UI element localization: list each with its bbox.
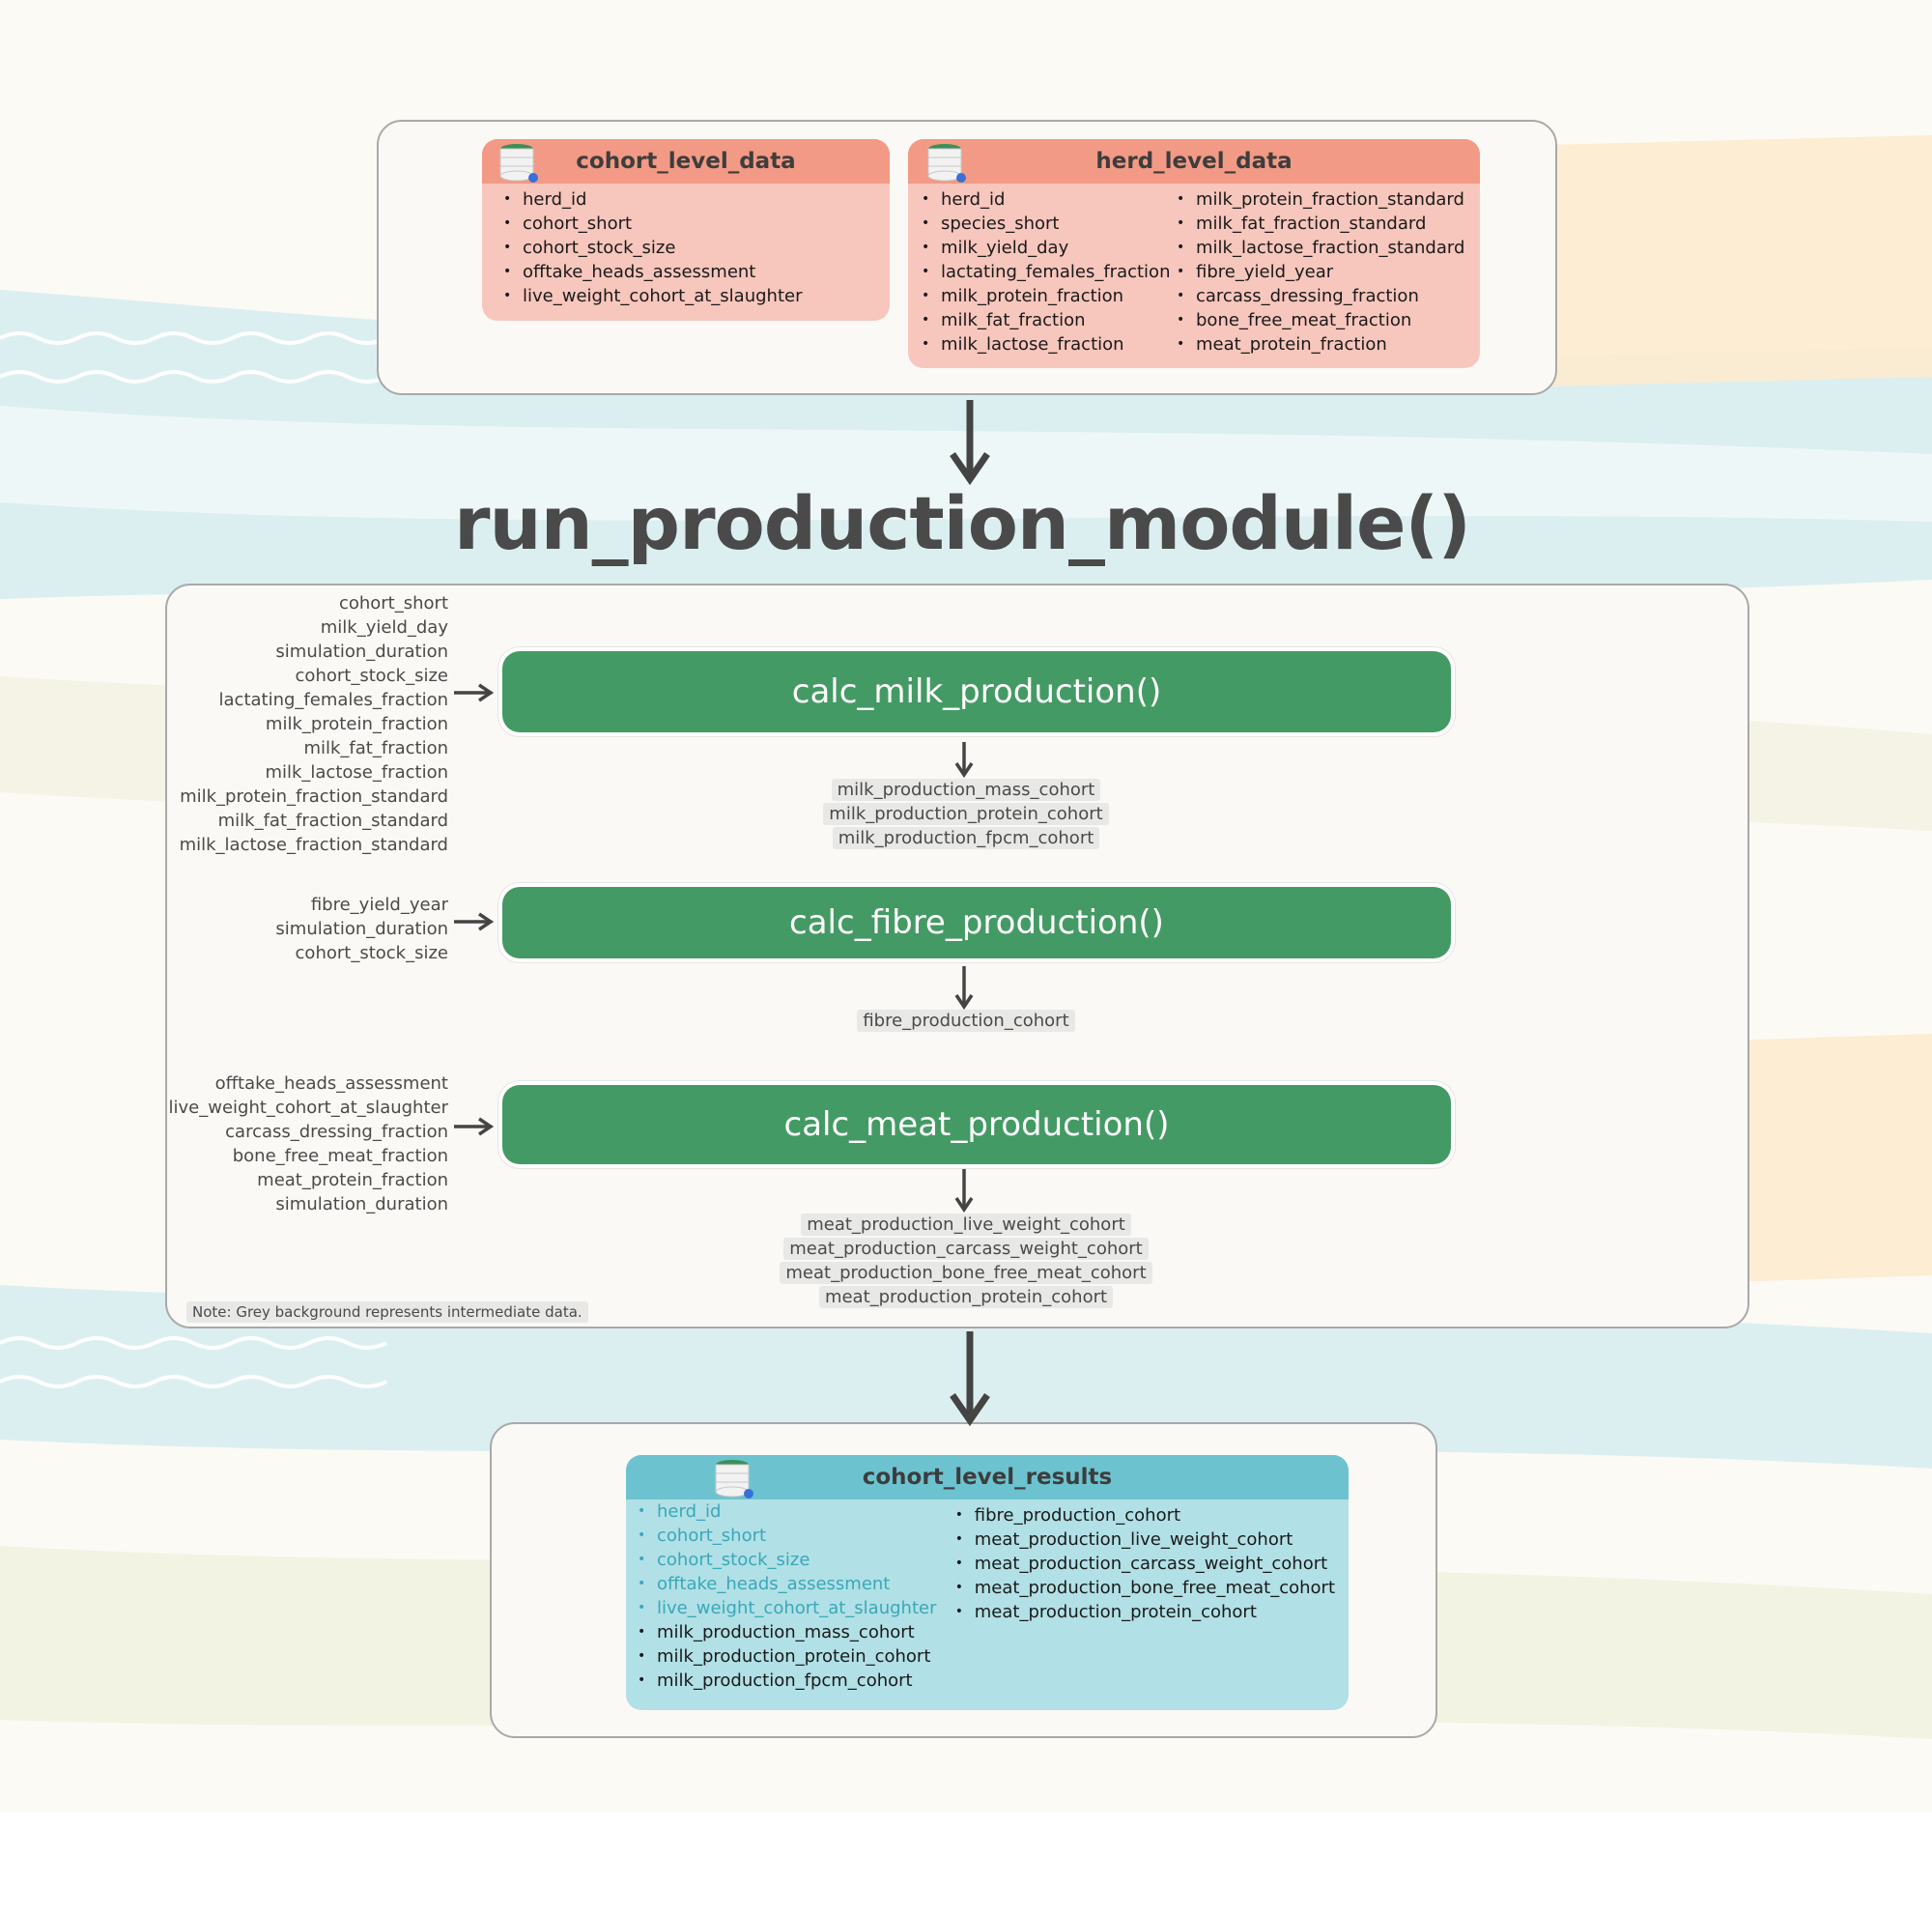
column-name-item: meat_production_live_weight_cohort [948,1528,1335,1552]
column-name-item: milk_lactose_fraction [914,332,1163,357]
column-name-item: offtake_heads_assessment [630,1572,940,1596]
output-variable: milk_production_fpcm_cohort [832,827,1100,849]
input-variable: offtake_heads_assessment [214,1073,448,1094]
column-name-item: cohort_stock_size [630,1548,940,1572]
output-variable: meat_production_bone_free_meat_cohort [780,1262,1152,1284]
input-variable: cohort_short [338,593,448,614]
input-variable: cohort_stock_size [295,666,448,686]
input-variable: cohort_stock_size [295,943,448,963]
intermediate-data-note: Note: Grey background represents interme… [186,1301,588,1323]
input-variable: milk_lactose_fraction [265,762,448,783]
column-name-item: offtake_heads_assessment [496,260,876,284]
cohort-level-results-title: cohort_level_results [862,1465,1113,1490]
column-name-item: cohort_stock_size [496,236,876,260]
column-name-item: milk_fat_fraction [914,308,1163,332]
output-variable: meat_production_live_weight_cohort [801,1213,1131,1236]
output-variable: meat_production_carcass_weight_cohort [783,1238,1149,1260]
module-title: run_production_module() [453,480,1471,566]
herd-level-data-columns-right: milk_protein_fraction_standardmilk_fat_f… [1169,187,1464,357]
input-variable: simulation_duration [275,642,448,662]
column-name-item: milk_protein_fraction_standard [1169,187,1464,212]
column-name-item: herd_id [496,187,876,212]
output-variable: milk_production_protein_cohort [823,803,1109,825]
column-name-item: herd_id [630,1499,940,1524]
calc-milk-production-button[interactable]: calc_milk_production() [502,651,1451,732]
output-variable: meat_production_protein_cohort [818,1286,1114,1308]
column-name-item: live_weight_cohort_at_slaughter [496,284,876,308]
output-variable: fibre_production_cohort [857,1010,1075,1032]
input-variable: milk_yield_day [320,617,448,638]
column-name-item: fibre_yield_year [1169,260,1464,284]
column-name-item: cohort_short [630,1524,940,1548]
input-variable: live_weight_cohort_at_slaughter [168,1098,448,1118]
column-name-item: fibre_production_cohort [948,1503,1335,1528]
column-name-item: meat_production_bone_free_meat_cohort [948,1576,1335,1600]
calc-fibre-production-button[interactable]: calc_fibre_production() [502,887,1451,958]
column-name-item: meat_production_protein_cohort [948,1600,1335,1624]
column-name-item: meat_production_carcass_weight_cohort [948,1552,1335,1576]
input-variable: milk_lactose_fraction_standard [179,835,448,855]
input-variable: meat_protein_fraction [257,1170,448,1190]
cohort-level-results-columns-right: fibre_production_cohortmeat_production_l… [948,1499,1335,1693]
column-name-item: milk_yield_day [914,236,1163,260]
input-variable: carcass_dressing_fraction [225,1122,448,1142]
input-variable: milk_fat_fraction_standard [217,811,448,831]
column-name-item: lactating_females_fraction [914,260,1170,284]
input-variable: simulation_duration [275,919,448,939]
input-variable: milk_protein_fraction [265,714,448,734]
herd-level-data-table: herd_level_data herd_idspecies_shortmilk… [908,139,1480,368]
cohort-level-data-columns: herd_idcohort_shortcohort_stock_sizeofft… [496,187,876,308]
cohort-level-results-columns-left: herd_idcohort_shortcohort_stock_sizeofft… [630,1499,940,1693]
milk-production-inputs: cohort_short milk_yield_day simulation_dur… [180,591,448,857]
input-variable: lactating_females_fraction [218,690,448,710]
cohort-level-results-table: cohort_level_results herd_idcohort_short… [626,1455,1349,1710]
cohort-level-results-header: cohort_level_results [626,1455,1349,1499]
column-name-item: live_weight_cohort_at_slaughter [630,1596,940,1620]
cohort-level-data-title: cohort_level_data [576,149,796,174]
column-name-item: herd_id [914,187,1163,212]
column-name-item: milk_production_protein_cohort [630,1644,940,1669]
column-name-item: milk_protein_fraction [914,284,1163,308]
calc-meat-production-button[interactable]: calc_meat_production() [502,1085,1451,1164]
column-name-item: meat_protein_fraction [1169,332,1464,357]
herd-level-data-header: herd_level_data [908,139,1480,184]
output-variable: milk_production_mass_cohort [831,779,1101,801]
fibre-production-outputs: fibre_production_cohort [0,1009,1932,1033]
database-icon [499,144,538,183]
input-variable: milk_fat_fraction [303,738,448,758]
herd-level-data-columns-left: herd_idspecies_shortmilk_yield_daylactat… [914,187,1170,357]
column-name-item: milk_production_mass_cohort [630,1620,940,1644]
cohort-level-data-header: cohort_level_data [482,139,890,184]
input-variable: simulation_duration [275,1194,448,1214]
herd-level-data-title: herd_level_data [1095,149,1293,174]
column-name-item: bone_free_meat_fraction [1169,308,1464,332]
column-name-item: carcass_dressing_fraction [1169,284,1464,308]
database-icon [927,144,966,183]
column-name-item: milk_lactose_fraction_standard [1169,236,1464,260]
column-name-item: cohort_short [496,212,876,236]
input-variable: bone_free_meat_fraction [232,1146,448,1166]
column-name-item: species_short [914,212,1163,236]
cohort-level-data-table: cohort_level_data herd_idcohort_shortcoh… [482,139,890,321]
column-name-item: milk_production_fpcm_cohort [630,1669,940,1693]
input-variable: milk_protein_fraction_standard [180,786,448,807]
input-variable: fibre_yield_year [310,895,448,915]
column-name-item: milk_fat_fraction_standard [1169,212,1464,236]
database-icon [715,1460,753,1499]
meat-production-inputs: offtake_heads_assessment live_weight_coho… [169,1071,448,1216]
